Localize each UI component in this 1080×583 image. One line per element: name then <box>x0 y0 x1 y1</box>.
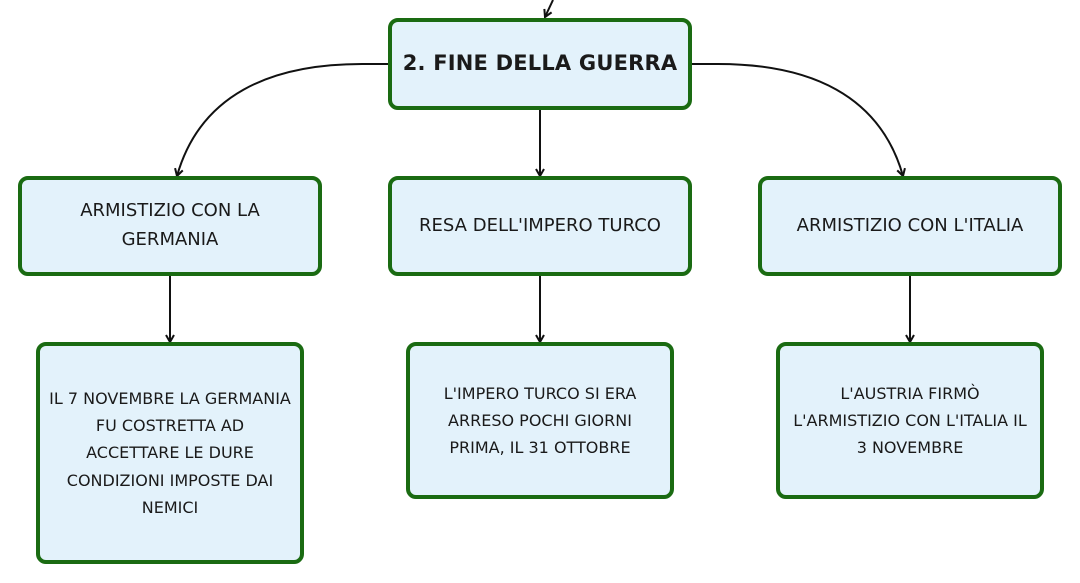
branch-node-armistizio-germania[interactable]: ARMISTIZIO CON LA GERMANIA <box>18 176 322 276</box>
branch-node-resa-impero-turco[interactable]: RESA DELL'IMPERO TURCO <box>388 176 692 276</box>
root-node[interactable]: 2. FINE DELLA GUERRA <box>388 18 692 110</box>
detail-node-impero-turco[interactable]: L'IMPERO TURCO SI ERA ARRESO POCHI GIORN… <box>406 342 674 499</box>
detail-node-text: L'IMPERO TURCO SI ERA ARRESO POCHI GIORN… <box>443 383 637 458</box>
detail-node-text: IL 7 NOVEMBRE LA GERMANIA FU COSTRETTA A… <box>49 389 291 517</box>
branch-node-label: RESA DELL'IMPERO TURCO <box>419 214 661 236</box>
detail-node-italia[interactable]: L'AUSTRIA FIRMÒ L'ARMISTIZIO CON L'ITALI… <box>776 342 1044 499</box>
connector-root-branch-3 <box>690 63 903 176</box>
detail-node-text: L'AUSTRIA FIRMÒ L'ARMISTIZIO CON L'ITALI… <box>793 383 1027 458</box>
branch-node-label: ARMISTIZIO CON LA GERMANIA <box>80 200 260 250</box>
connector-incoming <box>545 0 554 17</box>
branch-node-armistizio-italia[interactable]: ARMISTIZIO CON L'ITALIA <box>758 176 1062 276</box>
detail-node-germania[interactable]: IL 7 NOVEMBRE LA GERMANIA FU COSTRETTA A… <box>36 342 304 564</box>
branch-node-label: ARMISTIZIO CON L'ITALIA <box>796 214 1024 236</box>
connector-root-branch-1 <box>177 63 390 176</box>
root-node-label: 2. FINE DELLA GUERRA <box>402 51 678 76</box>
